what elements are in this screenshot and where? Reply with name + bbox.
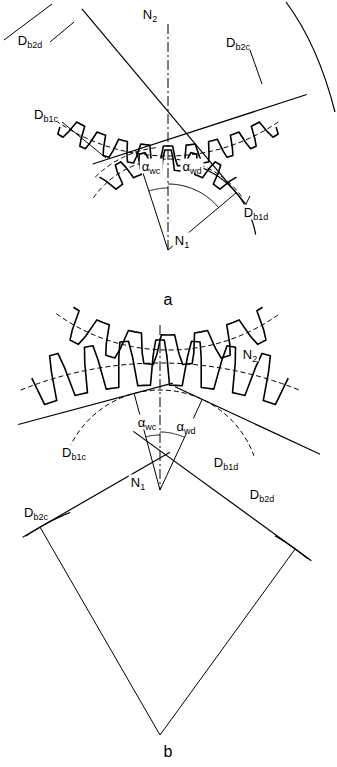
symbol-label: Db2d	[16, 33, 44, 48]
angle-arc	[168, 184, 219, 208]
gear-outline	[286, 2, 335, 112]
leader-line	[246, 196, 250, 204]
symbol-label: Db1c	[32, 107, 60, 122]
symbol-label: αwc	[140, 159, 163, 174]
radius-line	[168, 193, 236, 250]
center-line	[168, 24, 169, 250]
symbol-label: N2	[141, 7, 159, 22]
symbol-label: Db2c	[224, 35, 252, 50]
radius-line	[160, 549, 295, 735]
center-line	[160, 325, 161, 490]
gear-profile	[70, 307, 266, 364]
pitch-circle	[56, 314, 279, 350]
leader-line	[50, 22, 74, 42]
symbol-label: αwc	[136, 415, 159, 430]
panel-letter: a	[162, 291, 175, 309]
line-of-action	[175, 387, 320, 455]
line-of-action	[23, 452, 170, 537]
leader-line	[250, 50, 262, 84]
symbol-label: N1	[173, 233, 191, 248]
radius-line	[40, 527, 160, 735]
symbol-label: Db2c	[22, 505, 50, 520]
line-of-action	[133, 431, 311, 560]
symbol-label: Db1c	[60, 445, 88, 460]
angle-arc	[146, 435, 160, 437]
symbol-label: Db1d	[212, 455, 240, 470]
symbol-label: N1	[129, 475, 147, 490]
line-of-action	[82, 9, 252, 212]
panel-letter: b	[162, 743, 175, 761]
symbol-label: αwd	[180, 159, 203, 174]
base-circle	[275, 536, 308, 559]
angle-arc	[149, 188, 168, 191]
symbol-label: Db2d	[248, 487, 276, 502]
symbol-label: N2	[241, 347, 259, 362]
leader-line	[62, 122, 106, 158]
symbol-label: αwd	[174, 419, 197, 434]
radius-line	[136, 150, 168, 250]
symbol-label: Db1d	[242, 205, 270, 220]
line-of-action	[93, 95, 307, 165]
